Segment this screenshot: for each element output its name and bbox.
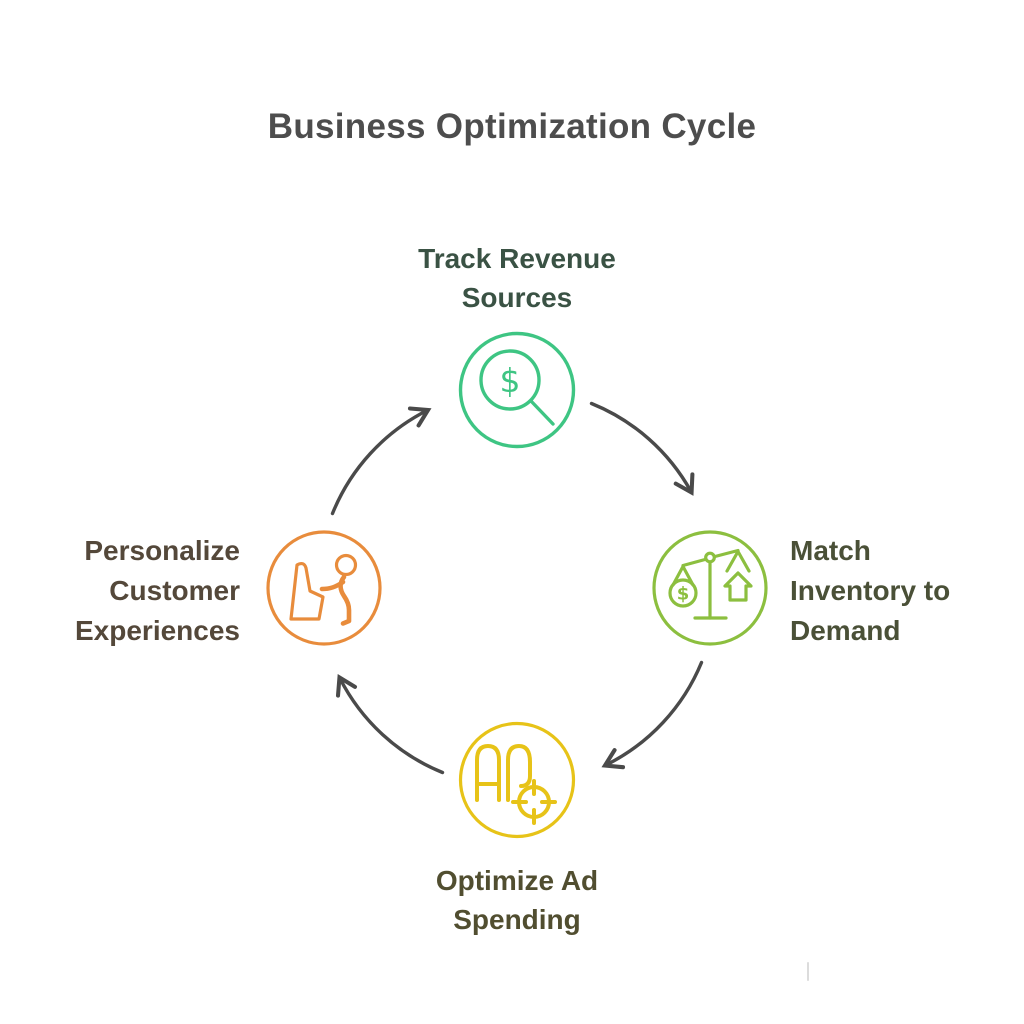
node-label-optimize-ad-spending: Optimize Ad Spending — [435, 865, 599, 935]
arrow-right-to-bottom — [601, 660, 704, 770]
coin-dollar-glyph: $ — [677, 584, 690, 605]
balance-scale-icon: $ — [652, 530, 768, 646]
dollar-magnifier-icon: $ — [458, 331, 576, 449]
node-label-track-revenue-sources: Track Revenue Sources — [418, 243, 616, 313]
person-arm — [319, 579, 346, 592]
arrow-top-to-right — [589, 401, 695, 496]
ad-target-icon: AD — [458, 721, 576, 839]
diagram-title: Business Optimization Cycle — [267, 107, 757, 147]
person-head — [334, 553, 358, 577]
letter-d-stroke — [506, 744, 532, 802]
arrow-left-to-top — [330, 406, 432, 516]
stray-mark — [807, 962, 809, 981]
person-at-kiosk-icon — [266, 530, 382, 646]
letter-a-stroke — [475, 744, 501, 802]
dollar-glyph: $ — [500, 361, 521, 400]
node-label-match-inventory-to-demand: Match Inventory to Demand — [790, 535, 951, 646]
node-label-personalize-customer-experiences: Personalize Customer Experiences — [75, 535, 240, 646]
kiosk-shape — [289, 561, 325, 621]
arrow-bottom-to-left — [335, 674, 445, 775]
